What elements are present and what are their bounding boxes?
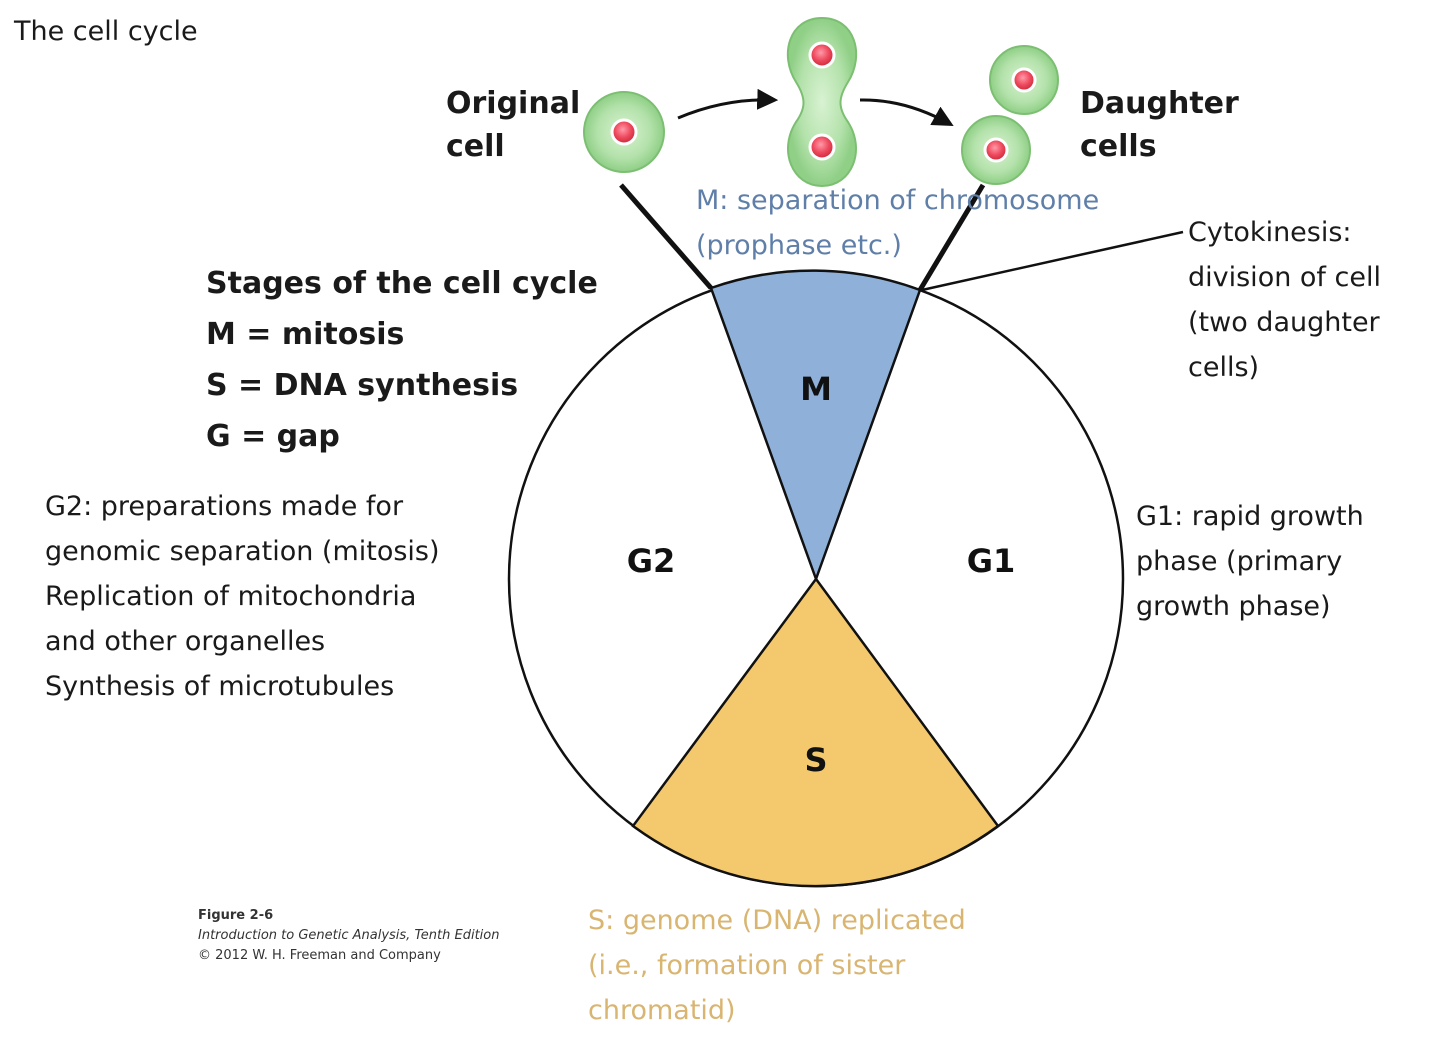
s-sector [631,576,1000,888]
cytokinesis-note-line: Cytokinesis: [1188,217,1352,248]
g2-phase-note-line: G2: preparations made for [45,491,404,522]
g2-phase-note-line: and other organelles [45,626,326,657]
cytokinesis-note-line: division of cell [1188,262,1381,293]
g2-phase-note-line: genomic separation (mitosis) [45,536,440,567]
m-sector [709,269,922,583]
s-phase-note-line: S: genome (DNA) replicated [588,905,966,936]
original-cell [583,91,665,173]
phase-label-s: S [804,741,827,779]
daughter-cells-label-line: cells [1080,129,1157,164]
s-phase-note-line: (i.e., formation of sister [588,950,906,981]
s-phase-note: S: genome (DNA) replicated (i.e., format… [588,898,966,1033]
cytokinesis-note: Cytokinesis: division of cell (two daugh… [1188,210,1381,390]
division-arrow-2 [859,98,954,127]
figure-copyright: © 2012 W. H. Freeman and Company [198,948,441,963]
g1-phase-note-line: growth phase) [1136,591,1331,622]
phase-label-m: M [800,370,832,408]
dividing-cell [786,16,858,188]
original-cell-label: Original cell [446,82,580,168]
stages-legend-heading: Stages of the cell cycle [206,266,598,301]
phase-label-g1: G1 [967,542,1016,580]
m-phase-note-line: (prophase etc.) [696,230,902,261]
daughter-cells-label-line: Daughter [1080,86,1239,121]
g1-phase-note-line: phase (primary [1136,546,1343,577]
m-phase-note-line: M: separation of chromosome [696,185,1100,216]
phase-label-g2: G2 [627,542,676,580]
original-cell-label-line: cell [446,129,505,164]
figure-book-title: Introduction to Genetic Analysis, Tenth … [198,928,500,943]
daughter-cell-top [989,45,1059,115]
daughter-cells-label: Daughter cells [1080,82,1239,168]
g2-phase-note-line: Replication of mitochondria [45,581,417,612]
stages-legend-line: M = mitosis [206,317,405,352]
figure-number: Figure 2-6 [198,908,274,923]
daughter-cell-pointer [917,183,986,292]
cytokinesis-note-line: cells) [1188,352,1260,383]
cytokinesis-note-line: (two daughter [1188,307,1380,338]
g2-phase-note-line: Synthesis of microtubules [45,671,395,702]
page-title: The cell cycle [14,16,198,47]
original-cell-pointer [619,183,713,290]
original-cell-label-line: Original [446,86,581,121]
cytokinesis-pointer [921,230,1184,292]
stages-legend-line: G = gap [206,419,340,454]
g1-phase-note: G1: rapid growth phase (primary growth p… [1136,494,1364,629]
daughter-cell-bottom [961,115,1031,185]
division-arrow-1 [677,88,779,120]
m-phase-note: M: separation of chromosome (prophase et… [696,178,1099,268]
stages-legend: Stages of the cell cycle M = mitosis S =… [206,258,598,462]
figure-caption: Figure 2-6 Introduction to Genetic Analy… [198,906,499,966]
stages-legend-line: S = DNA synthesis [206,368,519,403]
g1-phase-note-line: G1: rapid growth [1136,501,1364,532]
g2-phase-note: G2: preparations made for genomic separa… [45,484,440,709]
s-phase-note-line: chromatid) [588,995,736,1026]
